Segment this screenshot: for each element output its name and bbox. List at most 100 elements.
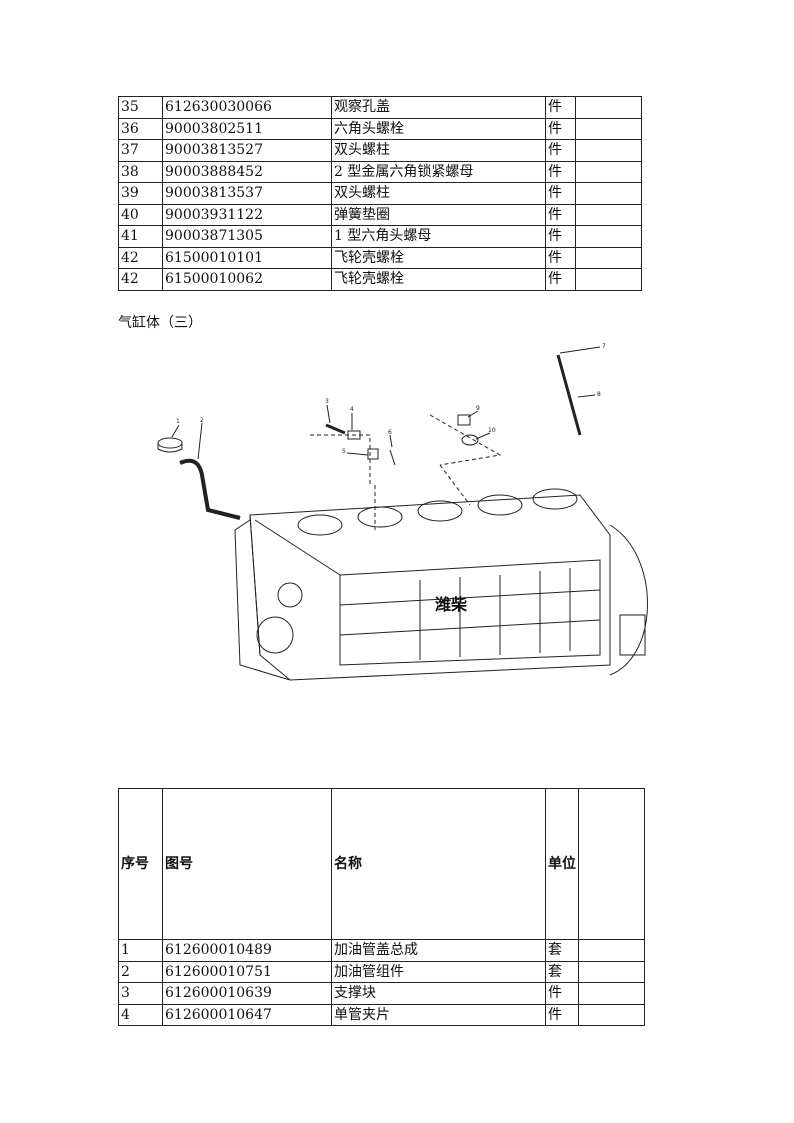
cell-unit: 件 bbox=[545, 268, 576, 291]
cell-part: 90003871305 bbox=[162, 225, 332, 248]
cell-part: 90003888452 bbox=[162, 160, 332, 183]
cell-qty bbox=[575, 160, 642, 183]
cell-no: 39 bbox=[118, 182, 163, 205]
cell-name: 弹簧垫圈 bbox=[331, 203, 546, 226]
cell-part: 612600010647 bbox=[162, 1003, 332, 1026]
cell-no: 42 bbox=[118, 268, 163, 291]
cell-unit: 件 bbox=[545, 982, 579, 1005]
section-caption: 气缸体（三） bbox=[118, 315, 202, 331]
cell-no: 36 bbox=[118, 117, 163, 140]
callout-3: 3 bbox=[325, 398, 329, 405]
header-part: 图号 bbox=[162, 788, 332, 940]
callout-5: 5 bbox=[342, 448, 346, 455]
cell-part: 90003813527 bbox=[162, 139, 332, 162]
cell-qty bbox=[575, 117, 642, 140]
cell-unit: 件 bbox=[545, 203, 576, 226]
brand-text: 潍柴 bbox=[435, 595, 468, 614]
cell-qty bbox=[578, 982, 645, 1005]
cell-qty bbox=[575, 182, 642, 205]
cell-unit: 件 bbox=[545, 160, 576, 183]
cell-qty bbox=[575, 225, 642, 248]
cell-name: 2 型金属六角锁紧螺母 bbox=[331, 160, 546, 183]
cell-name: 1 型六角头螺母 bbox=[331, 225, 546, 248]
cell-unit: 件 bbox=[545, 246, 576, 269]
callout-6: 6 bbox=[388, 429, 392, 436]
cell-name: 加油管组件 bbox=[331, 960, 546, 983]
cell-qty bbox=[578, 939, 645, 962]
cell-part: 61500010101 bbox=[162, 246, 332, 269]
engine-block-diagram: 1 2 3 4 5 6 7 8 9 10 潍柴 bbox=[157, 343, 648, 681]
cell-name: 单管夹片 bbox=[331, 1003, 546, 1026]
cell-name: 六角头螺栓 bbox=[331, 117, 546, 140]
cell-name: 观察孔盖 bbox=[331, 96, 546, 119]
cell-qty bbox=[575, 246, 642, 269]
cell-unit: 件 bbox=[545, 182, 576, 205]
cell-unit: 件 bbox=[545, 117, 576, 140]
header-name: 名称 bbox=[331, 788, 546, 940]
cell-part: 61500010062 bbox=[162, 268, 332, 291]
cell-part: 90003802511 bbox=[162, 117, 332, 140]
cell-qty bbox=[575, 139, 642, 162]
callout-10: 10 bbox=[488, 427, 496, 434]
cell-name: 飞轮壳螺栓 bbox=[331, 268, 546, 291]
cell-no: 40 bbox=[118, 203, 163, 226]
cell-unit: 套 bbox=[545, 939, 579, 962]
cell-name: 加油管盖总成 bbox=[331, 939, 546, 962]
cell-name: 双头螺柱 bbox=[331, 182, 546, 205]
cell-no: 38 bbox=[118, 160, 163, 183]
callout-8: 8 bbox=[597, 391, 601, 398]
table-header-row: 序号 图号 名称 单位 bbox=[118, 788, 645, 940]
callout-9: 9 bbox=[476, 405, 480, 412]
cell-part: 612600010639 bbox=[162, 982, 332, 1005]
cell-qty bbox=[578, 1003, 645, 1026]
cell-no: 37 bbox=[118, 139, 163, 162]
callout-7: 7 bbox=[602, 343, 606, 350]
cell-no: 1 bbox=[118, 939, 163, 962]
cell-no: 41 bbox=[118, 225, 163, 248]
cell-part: 612600010751 bbox=[162, 960, 332, 983]
callout-2: 2 bbox=[200, 417, 204, 424]
cell-unit: 件 bbox=[545, 225, 576, 248]
cell-unit: 件 bbox=[545, 139, 576, 162]
cell-no: 3 bbox=[118, 982, 163, 1005]
cell-unit: 件 bbox=[545, 1003, 579, 1026]
cell-qty bbox=[575, 203, 642, 226]
diagram-callouts: 1 2 3 4 5 6 7 8 9 10 bbox=[176, 343, 606, 455]
cell-no: 35 bbox=[118, 96, 163, 119]
cell-part: 90003813537 bbox=[162, 182, 332, 205]
cell-name: 双头螺柱 bbox=[331, 139, 546, 162]
callout-4: 4 bbox=[350, 406, 354, 413]
cell-no: 42 bbox=[118, 246, 163, 269]
cell-part: 612630030066 bbox=[162, 96, 332, 119]
cell-part: 90003931122 bbox=[162, 203, 332, 226]
cell-unit: 件 bbox=[545, 96, 576, 119]
cell-name: 支撑块 bbox=[331, 982, 546, 1005]
cell-name: 飞轮壳螺栓 bbox=[331, 246, 546, 269]
cell-qty bbox=[578, 960, 645, 983]
cell-part: 612600010489 bbox=[162, 939, 332, 962]
callout-1: 1 bbox=[176, 418, 180, 425]
header-qty bbox=[578, 788, 645, 940]
header-unit: 单位 bbox=[545, 788, 579, 940]
cell-qty bbox=[575, 268, 642, 291]
cell-qty bbox=[575, 96, 642, 119]
header-no: 序号 bbox=[118, 788, 163, 940]
cell-unit: 套 bbox=[545, 960, 579, 983]
